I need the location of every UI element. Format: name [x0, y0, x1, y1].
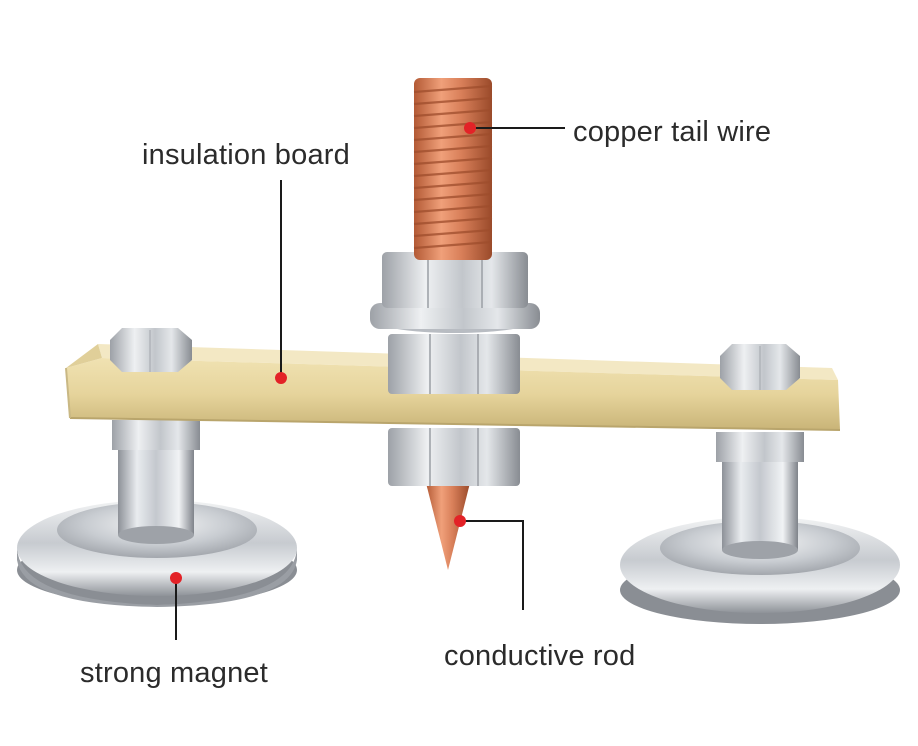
leader-line-conductive	[460, 520, 524, 610]
copper-tail-wire-label: copper tail wire	[573, 116, 772, 148]
left-magnet	[17, 420, 297, 607]
right-bolt-head	[720, 344, 800, 390]
conductive-marker-dot	[454, 515, 466, 527]
copper-tail-wire	[413, 78, 493, 260]
left-bolt-head	[110, 328, 192, 372]
conductive-rod-assembly	[388, 428, 520, 570]
insulation-marker-dot	[275, 372, 287, 384]
right-magnet	[620, 432, 900, 624]
strong-magnet-label: strong magnet	[80, 657, 268, 689]
copper-marker-dot	[464, 122, 476, 134]
conductive-rod-label: conductive rod	[444, 640, 636, 672]
center-nut-stack	[370, 252, 540, 394]
insulation-board-label: insulation board	[142, 139, 350, 171]
magnet-marker-dot	[170, 572, 182, 584]
